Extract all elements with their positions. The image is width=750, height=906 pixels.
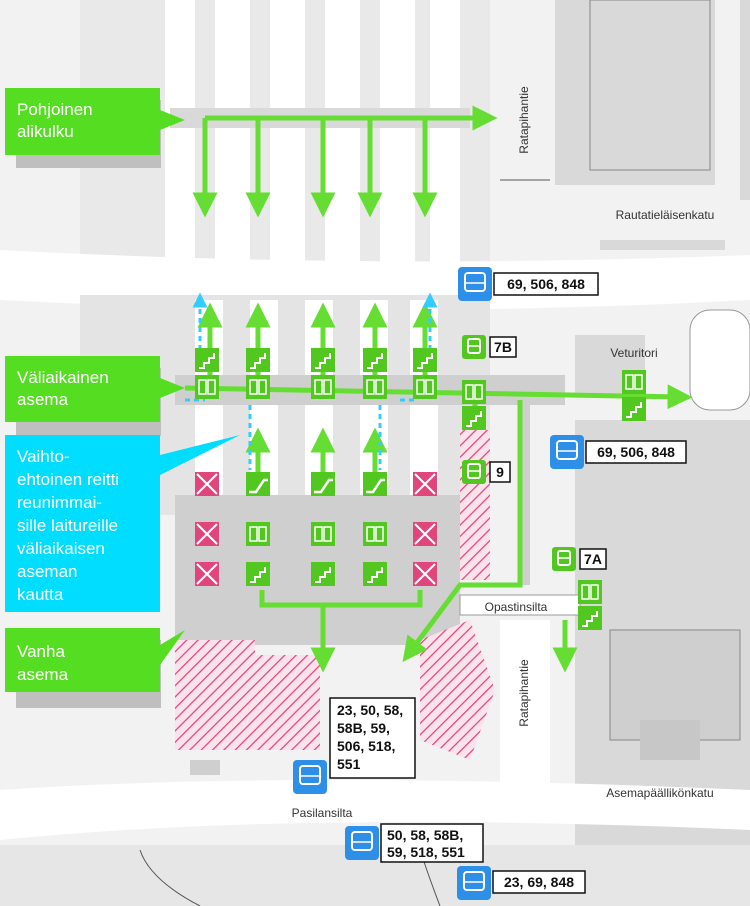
street-asemapaallikonkatu: Asemapäällikönkatu — [606, 786, 713, 800]
street-ratapihantie: Ratapihantie — [517, 86, 531, 154]
buildings-north-east — [500, 0, 750, 250]
closed-icon — [195, 562, 219, 586]
bus-icon — [458, 267, 492, 301]
bus-routes: 69, 506, 848 — [597, 444, 675, 460]
bus-icon — [550, 435, 584, 469]
bus-icon — [457, 866, 491, 900]
bus-routes-line: 59, 518, 551 — [387, 844, 465, 860]
opastinsilta-walkway — [459, 594, 581, 616]
callout-text: Pohjoinen — [17, 100, 93, 119]
stairs-icon[interactable] — [413, 348, 437, 372]
stairs-icon[interactable] — [311, 562, 335, 586]
escalator-icon[interactable] — [363, 472, 387, 496]
tram-stop-9[interactable]: 9 — [462, 460, 511, 484]
elevator-icon[interactable] — [413, 375, 437, 399]
callout-text: alikulku — [17, 122, 74, 141]
callout-alt-route: Vaihto- ehtoinen reitti reunimmai- sille… — [5, 435, 240, 612]
bus-stop-2[interactable]: 69, 506, 848 — [550, 435, 687, 469]
place-veturitori: Veturitori — [610, 346, 657, 360]
callout-text: reunimmai- — [17, 493, 102, 512]
bus-routes-line: 551 — [337, 756, 361, 772]
callout-text: asema — [17, 665, 69, 684]
callout-text: Vanha — [17, 642, 65, 661]
old-station-building — [175, 430, 495, 775]
stairs-icon[interactable] — [363, 562, 387, 586]
tram-icon — [552, 547, 576, 571]
callout-text: aseman — [17, 562, 77, 581]
alt-route-lines — [185, 292, 438, 470]
callout-temporary-station: Väliaikainen asema — [5, 356, 185, 436]
elevator-icon[interactable] — [622, 370, 646, 394]
bus-routes: 23, 69, 848 — [504, 874, 574, 890]
street-rautatielaisenkatu: Rautatieläisenkatu — [616, 208, 715, 222]
elevator-icon[interactable] — [462, 380, 486, 404]
stairs-icon[interactable] — [311, 348, 335, 372]
stairs-icon[interactable] — [195, 348, 219, 372]
bus-icon — [345, 826, 379, 860]
stairs-icon[interactable] — [462, 406, 486, 430]
callout-text: Väliaikainen — [17, 368, 109, 387]
stairs-icon[interactable] — [363, 348, 387, 372]
bus-stop-5[interactable]: 23, 69, 848 — [457, 866, 586, 900]
escalator-icon[interactable] — [246, 472, 270, 496]
closed-icon — [413, 562, 437, 586]
street-ratapihantie: Ratapihantie — [517, 659, 531, 727]
elevator-icon[interactable] — [195, 375, 219, 399]
closed-icon — [195, 472, 219, 496]
callout-text: asema — [17, 390, 69, 409]
elevator-icon[interactable] — [363, 375, 387, 399]
bus-routes: 69, 506, 848 — [507, 276, 585, 292]
elevator-icon[interactable] — [311, 375, 335, 399]
bus-icon — [293, 760, 327, 794]
tram-label: 7A — [584, 551, 602, 567]
callout-text: Vaihto- — [17, 447, 70, 466]
bus-routes-line: 50, 58, 58B, — [387, 827, 463, 843]
callout-text: sille laitureille — [17, 516, 118, 535]
tram-stop-7b[interactable]: 7B — [462, 335, 517, 359]
callout-text: kautta — [17, 585, 64, 604]
bus-routes-line: 23, 50, 58, — [337, 702, 403, 718]
elevator-icon[interactable] — [363, 522, 387, 546]
elevator-icon[interactable] — [578, 580, 602, 604]
stairs-icon[interactable] — [246, 562, 270, 586]
street-pasilansilta: Pasilansilta — [292, 806, 353, 820]
callout-old-station: Vanha asema — [5, 628, 185, 708]
tram-icon — [462, 335, 486, 359]
bus-routes-line: 506, 518, — [337, 738, 395, 754]
closed-icon — [413, 472, 437, 496]
stairs-icon[interactable] — [246, 348, 270, 372]
elevator-icon[interactable] — [246, 522, 270, 546]
escalator-icon[interactable] — [311, 472, 335, 496]
elevator-icon[interactable] — [311, 522, 335, 546]
callout-text: väliaikaisen — [17, 539, 105, 558]
stairs-icon[interactable] — [578, 606, 602, 630]
closed-icon — [413, 522, 437, 546]
stairs-icon[interactable] — [622, 397, 646, 421]
tram-stop-7a[interactable]: 7A — [552, 547, 607, 571]
bus-stop-1[interactable]: 69, 506, 848 — [458, 267, 599, 301]
closed-icon — [195, 522, 219, 546]
bus-stop-4[interactable]: 50, 58, 58B, 59, 518, 551 — [345, 823, 484, 863]
north-track-area — [80, 0, 490, 280]
tram-label: 9 — [496, 464, 504, 480]
elevator-icon[interactable] — [246, 375, 270, 399]
bus-stop-3[interactable]: 23, 50, 58, 58B, 59, 506, 518, 551 — [293, 697, 416, 794]
place-opastinsilta: Opastinsilta — [485, 600, 548, 614]
tram-icon — [462, 460, 486, 484]
callout-north-underpass: Pohjoinen alikulku — [5, 88, 185, 168]
callout-text: ehtoinen reitti — [17, 470, 119, 489]
bus-routes-line: 58B, 59, — [337, 720, 390, 736]
tram-label: 7B — [494, 339, 512, 355]
